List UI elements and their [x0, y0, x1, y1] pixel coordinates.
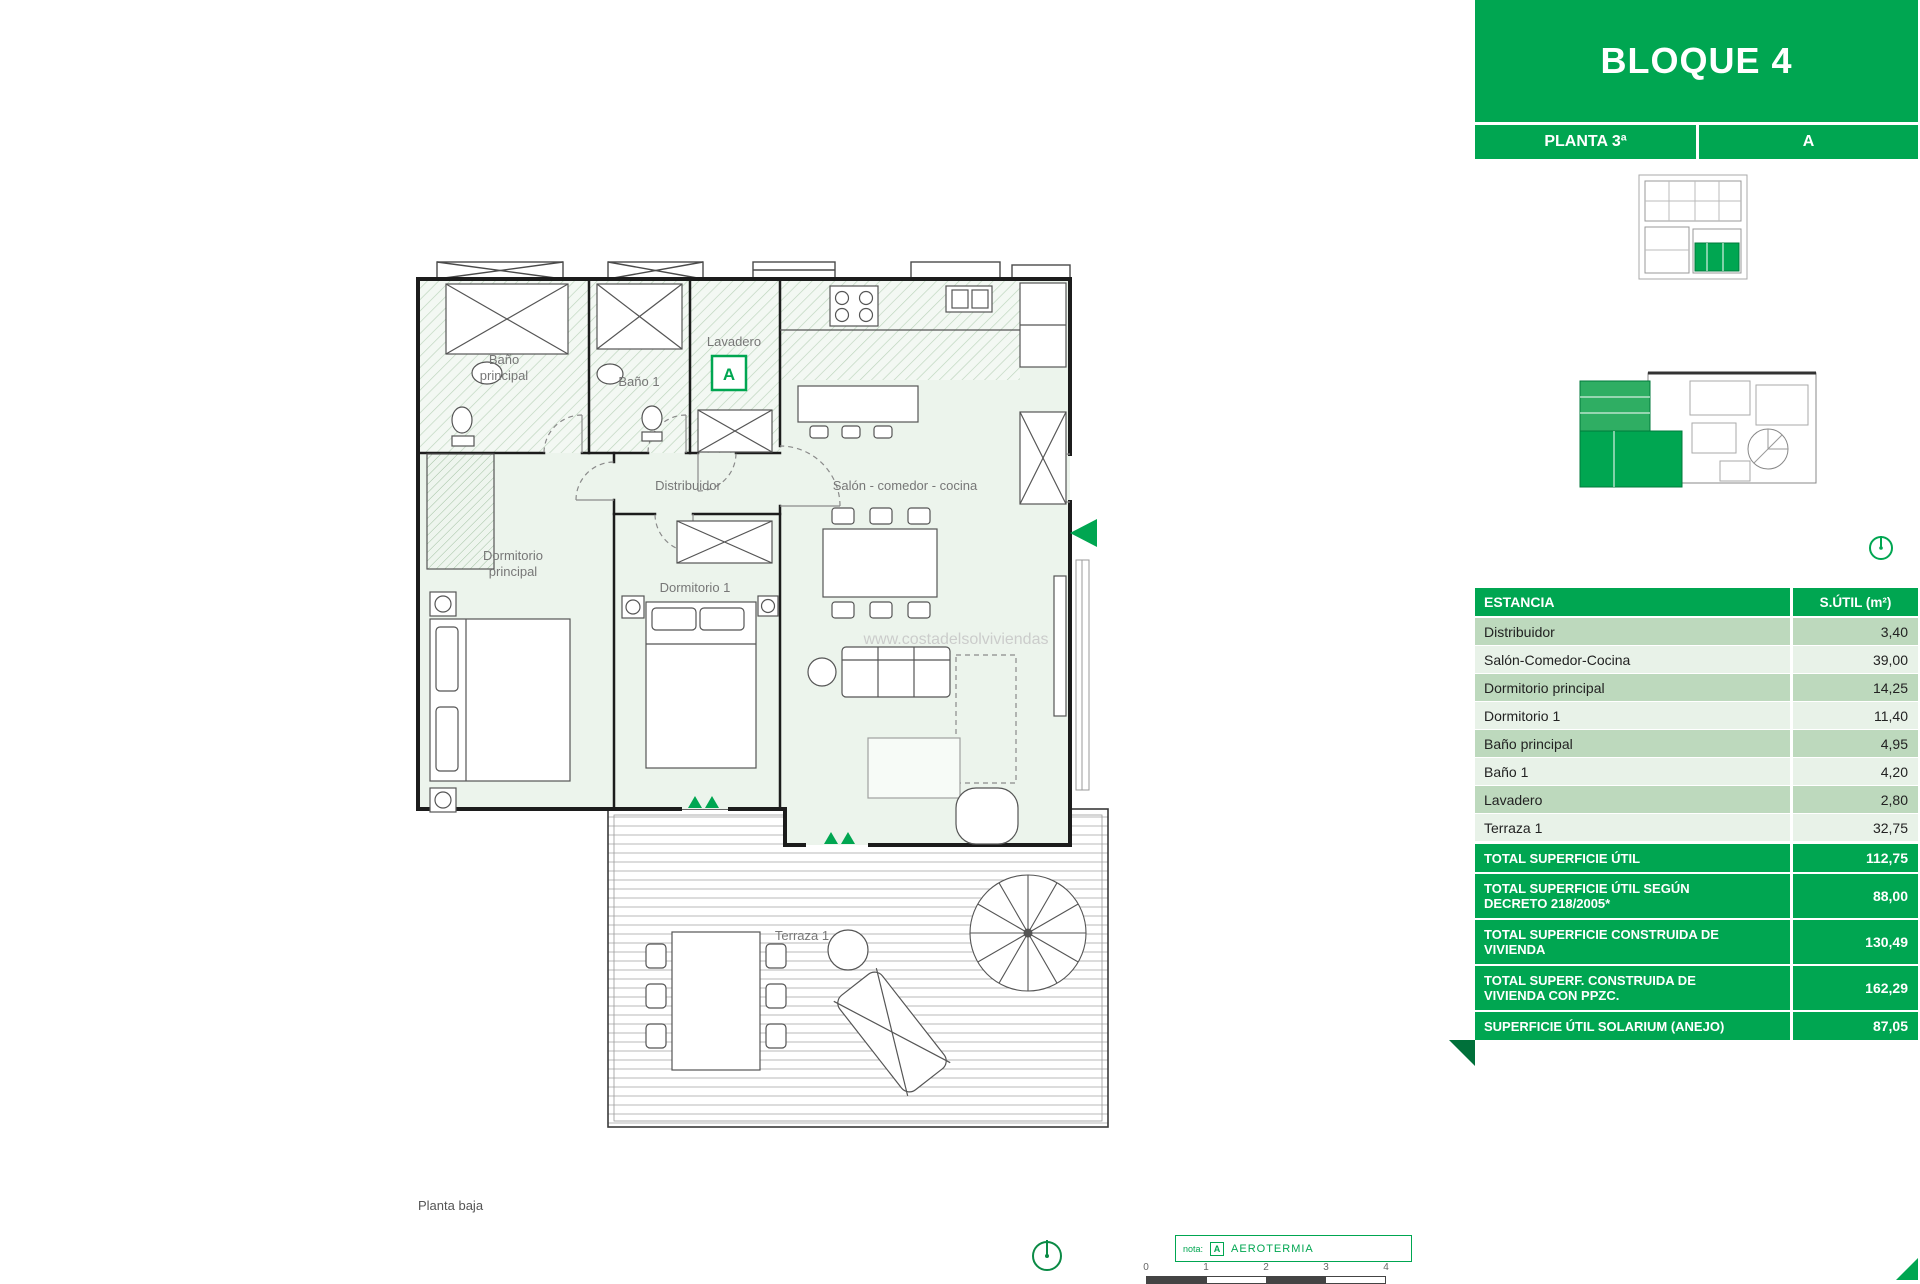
room-area: 3,40: [1790, 618, 1918, 645]
block-title: BLOQUE 4: [1475, 0, 1918, 122]
site-plan-thumbnail: [1633, 171, 1753, 288]
north-indicator-icon: [1032, 1240, 1062, 1271]
room-label-lavadero: Lavadero: [707, 334, 761, 349]
aerotermia-badge-letter: A: [723, 365, 735, 384]
total-value: 88,00: [1790, 874, 1918, 918]
room-label-dormitorio-principal-2: principal: [489, 564, 538, 579]
balcony-rail: [1075, 559, 1090, 791]
aerotermia-badge: A: [710, 354, 748, 392]
fold-triangle: [1449, 1040, 1475, 1066]
room-label-salon: Salón - comedor - cocina: [833, 478, 978, 493]
table-row: Lavadero 2,80: [1475, 786, 1918, 814]
facade-units: [436, 261, 1071, 280]
total-row: TOTAL SUPERFICIE ÚTIL SEGÚN DECRETO 218/…: [1475, 872, 1918, 918]
interior-walls: [416, 277, 782, 811]
total-row: TOTAL SUPERF. CONSTRUIDA DE VIVIENDA CON…: [1475, 964, 1918, 1010]
table-row: Distribuidor 3,40: [1475, 618, 1918, 646]
total-value: 162,29: [1790, 966, 1918, 1010]
room-area: 39,00: [1790, 646, 1918, 673]
outer-walls: [416, 277, 1072, 847]
total-value: 130,49: [1790, 920, 1918, 964]
total-label: TOTAL SUPERFICIE CONSTRUIDA DE VIVIENDA: [1484, 927, 1719, 957]
table-row: Dormitorio 1 11,40: [1475, 702, 1918, 730]
room-label-bano-1: Baño 1: [618, 374, 659, 389]
areas-table: ESTANCIA S.ÚTIL (m²) Distribuidor 3,40 S…: [1475, 588, 1918, 1040]
kitchen-fixtures: [780, 282, 1067, 505]
total-row: TOTAL SUPERFICIE ÚTIL 112,75: [1475, 842, 1918, 872]
total-label: TOTAL SUPERFICIE ÚTIL SEGÚN DECRETO 218/…: [1484, 881, 1690, 911]
scale-tick: 1: [1203, 1262, 1209, 1273]
room-area: 11,40: [1790, 702, 1918, 729]
plan-caption: Planta baja: [418, 1198, 484, 1213]
room-label-dormitorio-principal-1: Dormitorio: [483, 548, 543, 563]
room-label-terraza-1: Terraza 1: [775, 928, 829, 943]
spiral-stair: [969, 874, 1087, 992]
total-label: TOTAL SUPERF. CONSTRUIDA DE VIVIENDA CON…: [1484, 973, 1696, 1003]
room-area: 4,20: [1790, 758, 1918, 785]
corner-triangle: [1896, 1258, 1918, 1280]
floor-plan: A www.costadelsolviviendas Baño principa…: [416, 261, 1109, 1128]
living-furniture: [807, 507, 1067, 845]
room-name: Salón-Comedor-Cocina: [1484, 651, 1631, 668]
watermark: www.costadelsolviviendas: [863, 631, 1049, 648]
table-row: Terraza 1 32,75: [1475, 814, 1918, 842]
total-value: 87,05: [1790, 1012, 1918, 1040]
scale-tick: 0: [1143, 1262, 1149, 1273]
room-area: 14,25: [1790, 674, 1918, 701]
master-bedroom-furniture: [426, 453, 571, 813]
room-name: Dormitorio principal: [1484, 679, 1605, 696]
unit-label: A: [1699, 125, 1918, 159]
info-panel: BLOQUE 4 PLANTA 3ª A: [1475, 0, 1918, 1280]
room-name: Terraza 1: [1484, 819, 1543, 836]
floor-label: PLANTA 3ª: [1475, 125, 1696, 159]
room-label-bano-principal-2: principal: [480, 368, 529, 383]
terrace-furniture: [645, 929, 951, 1097]
table-body: Distribuidor 3,40 Salón-Comedor-Cocina 3…: [1475, 618, 1918, 842]
door-direction-markers: [688, 796, 855, 844]
scale-bar-segments: [1146, 1276, 1386, 1284]
note-prefix: nota:: [1183, 1243, 1204, 1254]
total-value: 112,75: [1790, 844, 1918, 872]
room-name: Lavadero: [1484, 791, 1543, 808]
room-name: Baño 1: [1484, 763, 1529, 780]
note-box: nota: A AEROTERMIA: [1175, 1235, 1412, 1262]
scale-tick: 3: [1323, 1262, 1329, 1273]
total-row: TOTAL SUPERFICIE CONSTRUIDA DE VIVIENDA …: [1475, 918, 1918, 964]
total-row: SUPERFICIE ÚTIL SOLARIUM (ANEJO) 87,05: [1475, 1010, 1918, 1040]
entrance-arrow-icon: [1070, 519, 1097, 547]
table-row: Dormitorio principal 14,25: [1475, 674, 1918, 702]
room-label-bano-principal-1: Baño: [489, 352, 519, 367]
total-label: TOTAL SUPERFICIE ÚTIL: [1484, 850, 1641, 866]
room-area: 32,75: [1790, 814, 1918, 841]
total-label: SUPERFICIE ÚTIL SOLARIUM (ANEJO): [1484, 1018, 1725, 1034]
table-header-row: ESTANCIA S.ÚTIL (m²): [1475, 588, 1918, 618]
table-row: Baño 1 4,20: [1475, 758, 1918, 786]
table-row: Baño principal 4,95: [1475, 730, 1918, 758]
room-area: 2,80: [1790, 786, 1918, 813]
scale-tick: 2: [1263, 1262, 1269, 1273]
bathroom-1-fixtures: [596, 283, 683, 442]
room-area: 4,95: [1790, 730, 1918, 757]
scale-bar: 0 1 2 3 4: [1143, 1262, 1446, 1284]
column-header-area: S.ÚTIL (m²): [1790, 588, 1918, 616]
scale-tick: 4: [1383, 1262, 1389, 1273]
room-label-distribuidor: Distribuidor: [655, 478, 721, 493]
bedroom-1-furniture: [621, 520, 779, 769]
note-text: AEROTERMIA: [1231, 1242, 1314, 1255]
panel-north-indicator-icon: [1869, 536, 1893, 560]
room-name: Dormitorio 1: [1484, 707, 1561, 724]
table-row: Salón-Comedor-Cocina 39,00: [1475, 646, 1918, 674]
aerotermia-note-badge: A: [1210, 1241, 1225, 1256]
floor-unit-row: PLANTA 3ª A: [1475, 125, 1918, 159]
room-name: Distribuidor: [1484, 623, 1555, 640]
laundry-fixtures: [697, 409, 773, 453]
room-label-dormitorio-1: Dormitorio 1: [660, 580, 731, 595]
building-plan-thumbnail: [1570, 365, 1823, 505]
room-name: Baño principal: [1484, 735, 1573, 752]
column-header-room: ESTANCIA: [1484, 594, 1555, 610]
bathroom-principal-fixtures: [445, 283, 569, 447]
